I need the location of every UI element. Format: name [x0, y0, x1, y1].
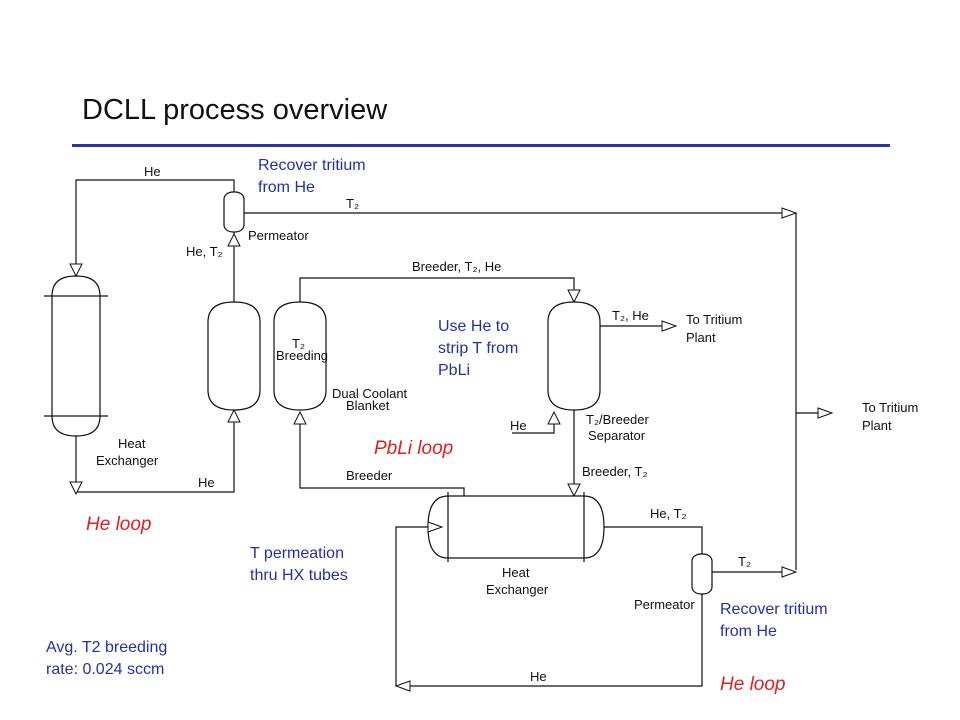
- loop-label-pbli: PbLi loop: [374, 438, 453, 459]
- title-rule: [72, 144, 890, 147]
- he-loop-lines: [75, 179, 235, 493]
- arrow-up-breeder-return: [293, 410, 307, 425]
- label-heat-exchanger-bottom-2: Exchanger: [486, 582, 549, 597]
- arrow-down-breeder-t2: [567, 483, 581, 498]
- loop-label-he-bottom: He loop: [720, 674, 786, 695]
- label-separator-1: T₂/Breeder: [586, 412, 650, 427]
- arrow-up-he-return: [227, 408, 241, 423]
- permeator-bottom: [691, 553, 713, 595]
- arrow-down-left-top: [69, 263, 83, 278]
- he-vessel: [207, 301, 261, 411]
- annotation-use-he-3: PbLi: [438, 362, 470, 379]
- left-heat-exchanger: [44, 275, 108, 437]
- label-t2-he: T₂, He: [612, 308, 649, 323]
- annotation-recover-bottom-1: Recover tritium: [720, 601, 828, 618]
- annotation-t-permeation-1: T permeation: [250, 545, 344, 562]
- arrow-right-to-tritium-plant-2: [817, 407, 834, 419]
- annotation-use-he-2: strip T from: [438, 340, 518, 357]
- arrow-up-permeator-in: [227, 232, 241, 247]
- label-t2-breeding-2: Breeding: [276, 348, 328, 363]
- label-t2-bottom: T₂: [738, 554, 751, 569]
- label-to-tritium-plant-1b: Plant: [686, 330, 716, 345]
- annotation-use-he-1: Use He to: [438, 318, 509, 335]
- permeator-top: [223, 191, 245, 233]
- label-he-t2-right: He, T₂: [650, 506, 687, 521]
- label-heat-exchanger-left-1: Heat: [118, 436, 146, 451]
- label-heat-exchanger-bottom-1: Heat: [502, 565, 530, 580]
- label-breeder-return: Breeder: [346, 468, 393, 483]
- label-to-tritium-plant-2b: Plant: [862, 418, 892, 433]
- annotation-avg-breeding-2: rate: 0.024 sccm: [46, 661, 164, 678]
- arrow-right-t2-top: [781, 207, 798, 219]
- arrow-right-t2-he: [661, 320, 678, 332]
- bottom-heat-exchanger: [427, 492, 605, 562]
- label-he-t2-left: He, T₂: [186, 244, 223, 259]
- arrow-right-hx-in: [427, 521, 444, 533]
- label-to-tritium-plant-1a: To Tritium: [686, 312, 742, 327]
- label-permeator-top: Permeator: [248, 228, 309, 243]
- label-he-separator-in: He: [510, 418, 527, 433]
- annotation-recover-top-1: Recover tritium: [258, 157, 366, 174]
- annotation-recover-top-2: from He: [258, 179, 315, 196]
- label-t2-breeding-1: T₂: [292, 336, 305, 351]
- arrow-up-he-separator: [547, 410, 561, 425]
- arrow-left-he-bottom: [394, 680, 411, 692]
- label-breeder-t2-he: Breeder, T₂, He: [412, 259, 501, 274]
- label-heat-exchanger-left-2: Exchanger: [96, 453, 159, 468]
- annotation-t-permeation-2: thru HX tubes: [250, 567, 348, 584]
- label-he-top: He: [144, 164, 161, 179]
- arrow-down-left-bottom: [69, 481, 83, 496]
- annotation-avg-breeding-1: Avg. T2 breeding: [46, 639, 167, 656]
- label-dual-coolant-1: Dual Coolant: [332, 386, 408, 401]
- breeding-blanket-vessel: [273, 301, 327, 411]
- label-separator-2: Separator: [588, 428, 646, 443]
- page-title: DCLL process overview: [82, 94, 388, 126]
- separator-vessel: [547, 301, 601, 411]
- label-he-bottom-return: He: [530, 669, 547, 684]
- label-permeator-bottom: Permeator: [634, 597, 695, 612]
- label-to-tritium-plant-2a: To Tritium: [862, 400, 918, 415]
- annotation-recover-bottom-2: from He: [720, 623, 777, 640]
- label-dual-coolant-2: Blanket: [346, 398, 390, 413]
- label-breeder-t2-down: Breeder, T₂: [582, 464, 648, 479]
- label-he-left-return: He: [198, 475, 215, 490]
- arrow-right-t2-bottom: [781, 566, 798, 578]
- label-t2-top: T₂: [346, 196, 359, 211]
- loop-label-he-left: He loop: [86, 514, 152, 535]
- arrow-down-separator-in: [567, 289, 581, 304]
